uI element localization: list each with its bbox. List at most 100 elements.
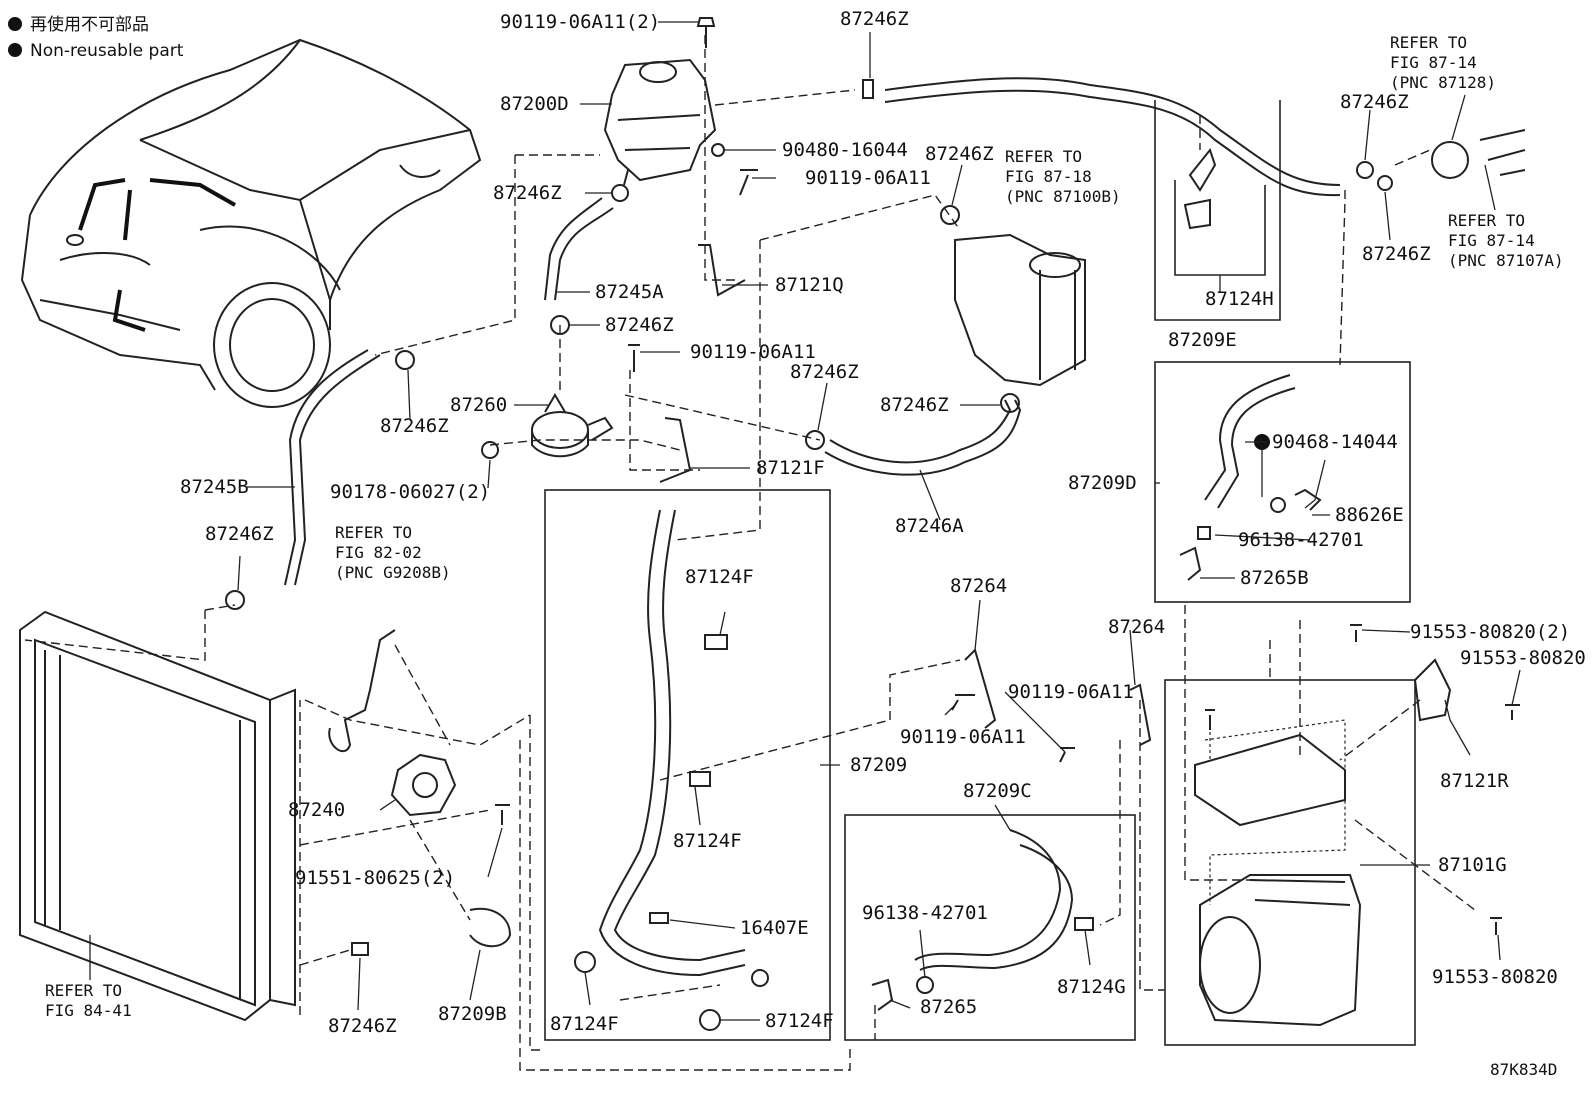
bracket-icon: [964, 648, 997, 729]
part-label[interactable]: 87245A: [595, 281, 664, 303]
part-label[interactable]: 87264: [1108, 616, 1165, 638]
part-label[interactable]: 87209C: [963, 780, 1032, 802]
clamp-icon: [699, 1009, 721, 1031]
hoses: [284, 77, 1341, 977]
bolt-icon: [951, 694, 975, 711]
bolt-icon: [628, 344, 640, 372]
refer-to-fig-82-02-line3[interactable]: (PNC G9208B): [335, 563, 451, 582]
part-label[interactable]: 87124F: [685, 566, 754, 588]
part-label[interactable]: 87245B: [180, 476, 249, 498]
part-label[interactable]: 87246Z: [328, 1015, 397, 1037]
refer-to-fig-84-41-line2[interactable]: FIG 84-41: [45, 1001, 132, 1020]
part-label[interactable]: 87265: [920, 996, 977, 1018]
part-label[interactable]: 87264: [950, 575, 1007, 597]
part-label[interactable]: 91553-80820(2): [1410, 621, 1570, 643]
part-label[interactable]: 87209E: [1168, 329, 1237, 351]
part-label[interactable]: 91553-80820: [1432, 966, 1558, 988]
refer-to-fig-87-18-line2[interactable]: FIG 87-18: [1005, 167, 1092, 186]
grommet-icon: [1431, 141, 1469, 179]
part-label[interactable]: 87124F: [765, 1010, 834, 1032]
part-label[interactable]: 90119-06A11: [1008, 681, 1134, 703]
part-label[interactable]: 87246Z: [1362, 243, 1431, 265]
part-label[interactable]: 87246Z: [380, 415, 449, 437]
bolt-icon: [739, 169, 758, 196]
part-label[interactable]: 87124H: [1205, 288, 1274, 310]
part-label[interactable]: 87121Q: [775, 274, 844, 296]
part-label[interactable]: 87200D: [500, 93, 569, 115]
part-label[interactable]: 87209B: [438, 1003, 507, 1025]
part-label[interactable]: 87121R: [1440, 770, 1509, 792]
clip-icon: [1294, 488, 1322, 511]
clamp-icon: [940, 205, 960, 225]
part-label[interactable]: 16407E: [740, 917, 809, 939]
part-label[interactable]: 87101G: [1438, 854, 1507, 876]
part-label[interactable]: 87121F: [756, 457, 825, 479]
bolt-icon: [1505, 704, 1520, 720]
part-label[interactable]: 87246Z: [1340, 91, 1409, 113]
group-box-87101G: [1164, 679, 1416, 1046]
part-label[interactable]: 90119-06A11: [900, 726, 1026, 748]
part-label[interactable]: 91553-80820: [1460, 647, 1586, 669]
part-label[interactable]: 88626E: [1335, 504, 1404, 526]
bolt-icon: [1205, 709, 1215, 730]
label-leaders: [89, 21, 1521, 1021]
part-labels: 90119-06A11(2) 87246Z 87200D 90480-16044…: [180, 8, 1586, 1037]
water-pump: [531, 393, 614, 458]
refer-to-fig-82-02-line1[interactable]: REFER TO: [335, 523, 412, 542]
clamp-icon: [574, 951, 596, 973]
refer-to-fig-87-18-line3[interactable]: (PNC 87100B): [1005, 187, 1121, 206]
elbow-icon: [1179, 546, 1202, 581]
refer-to-fig-87-18-line1[interactable]: REFER TO: [1005, 147, 1082, 166]
part-label[interactable]: 87246A: [895, 515, 964, 537]
nut-icon: [481, 441, 499, 459]
part-label[interactable]: 87246Z: [790, 361, 859, 383]
part-label[interactable]: 96138-42701: [862, 902, 988, 924]
part-label[interactable]: 90119-06A11: [805, 167, 931, 189]
reservoir-tank: [603, 58, 717, 186]
part-label[interactable]: 91551-80625(2): [295, 867, 455, 889]
part-label[interactable]: 87246Z: [605, 314, 674, 336]
part-label[interactable]: 90468-14044: [1272, 431, 1398, 453]
part-label[interactable]: 87260: [450, 394, 507, 416]
refer-to-fig-87-14b-line1[interactable]: REFER TO: [1448, 211, 1525, 230]
sensor-icon: [649, 912, 669, 924]
clamp-icon: [689, 771, 711, 787]
refer-to-fig-87-14-line2[interactable]: FIG 87-14: [1390, 53, 1477, 72]
part-label[interactable]: 90119-06A11: [690, 341, 816, 363]
clamp-icon: [611, 184, 629, 202]
part-label[interactable]: 87246Z: [840, 8, 909, 30]
part-label[interactable]: 90178-06027(2): [330, 481, 490, 503]
refer-to-fig-87-14b-line2[interactable]: FIG 87-14: [1448, 231, 1535, 250]
clip-icon: [1197, 526, 1211, 540]
part-label[interactable]: 87209: [850, 754, 907, 776]
part-label[interactable]: 90119-06A11(2): [500, 11, 660, 33]
bracket-icon: [659, 417, 692, 483]
part-label[interactable]: 87209D: [1068, 472, 1137, 494]
refer-to-fig-87-14b-line3[interactable]: (PNC 87107A): [1448, 251, 1564, 270]
non-reusable-bullet-icon: [8, 43, 22, 57]
part-label[interactable]: 87240: [288, 799, 345, 821]
part-label[interactable]: 87124G: [1057, 976, 1126, 998]
clamp-icon: [862, 79, 874, 99]
group-boxes: [544, 100, 1416, 1046]
part-label[interactable]: 90480-16044: [782, 139, 908, 161]
elbow-icon: [871, 978, 894, 1011]
refer-to-fig-87-14-line1[interactable]: REFER TO: [1390, 33, 1467, 52]
part-label[interactable]: 87246Z: [880, 394, 949, 416]
refer-to-fig-84-41-line1[interactable]: REFER TO: [45, 981, 122, 1000]
part-label[interactable]: 87265B: [1240, 567, 1309, 589]
part-label[interactable]: 96138-42701: [1238, 529, 1364, 551]
part-label[interactable]: 87246Z: [205, 523, 274, 545]
group-box-87209C: [844, 814, 1136, 1041]
heater-block: [954, 233, 1086, 387]
part-label[interactable]: 87246Z: [493, 182, 562, 204]
bracket-icon: [698, 244, 746, 297]
part-label[interactable]: 87124F: [550, 1013, 619, 1035]
refer-to-fig-82-02-line2[interactable]: FIG 82-02: [335, 543, 422, 562]
refer-to-fig-87-14-line3[interactable]: (PNC 87128): [1390, 73, 1496, 92]
legend-en-label: Non-reusable part: [30, 41, 184, 61]
part-label[interactable]: 87124F: [673, 830, 742, 852]
part-label[interactable]: 87246Z: [925, 143, 994, 165]
